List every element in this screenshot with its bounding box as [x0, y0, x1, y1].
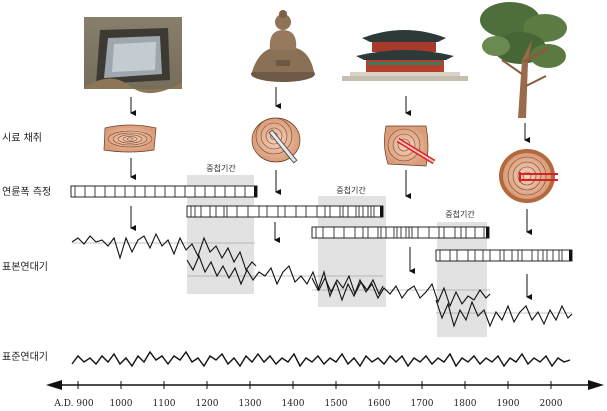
- excavation-site-photo: [84, 17, 182, 93]
- row-label-master-chronology: 표준연대기: [2, 351, 48, 363]
- overlap-label-1: 중첩기간: [206, 163, 236, 173]
- timeline-axis: A.D. 900 1000 1100 1200 1300 1400 1500 1600 1700…: [46, 380, 604, 409]
- overlap-region-3: [437, 222, 487, 337]
- timeline-tick-label: 1500: [325, 399, 348, 409]
- ring-bar-2: [187, 206, 383, 217]
- core-sample-icon-1: [104, 125, 156, 152]
- buddha-statue-photo: [251, 10, 315, 82]
- overlap-label-2: 중첩기간: [336, 185, 366, 195]
- timeline-tick-label: 2000: [540, 399, 563, 409]
- stump-sample-icon-4: [499, 149, 558, 203]
- row-label-ring-width: 연륜폭 측정: [2, 186, 51, 198]
- timeline-tick-label: 1900: [497, 399, 520, 409]
- row-label-sample-chronology: 표본연대기: [2, 261, 48, 273]
- right-arrow-icon: [588, 380, 604, 390]
- row-label-sampling: 시료 채취: [2, 132, 42, 144]
- korean-palace-photo: [342, 30, 468, 81]
- timeline-tick-label: 1200: [196, 399, 219, 409]
- ring-bar-4: [436, 250, 572, 261]
- timeline-tick-label: 1100: [153, 399, 176, 409]
- master-chronology-line: [72, 352, 570, 366]
- block-sample-icon-3: [384, 126, 434, 166]
- timeline-tick-label: 1700: [411, 399, 434, 409]
- left-arrow-icon: [46, 380, 62, 390]
- timeline-tick-label: 1400: [282, 399, 305, 409]
- timeline-tick-label: 1300: [239, 399, 262, 409]
- timeline-tick-label: 1600: [368, 399, 391, 409]
- disc-sample-icon-2: [252, 118, 300, 162]
- timeline-tick-label: 1000: [110, 399, 133, 409]
- timeline-tick-label: 1800: [454, 399, 477, 409]
- timeline-tick-label: A.D. 900: [53, 399, 93, 409]
- overlap-label-3: 중첩기간: [445, 209, 475, 219]
- pine-tree-photo: [480, 2, 567, 118]
- ring-bar-1: [71, 186, 257, 197]
- ring-bar-3: [312, 227, 489, 238]
